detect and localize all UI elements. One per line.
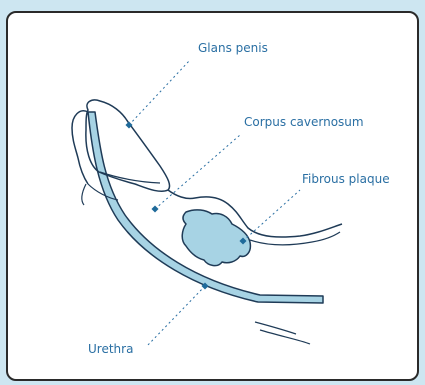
ventral-skin-line-2 — [255, 322, 296, 334]
leader-plaque — [243, 190, 300, 241]
label-fibrous-plaque: Fibrous plaque — [302, 172, 390, 186]
label-glans-penis: Glans penis — [198, 41, 268, 55]
ventral-skin-line-1 — [260, 330, 310, 344]
marker-corpus — [151, 205, 158, 212]
label-urethra: Urethra — [88, 342, 133, 356]
leader-glans — [129, 60, 190, 125]
label-corpus-cavernosum: Corpus cavernosum — [244, 115, 364, 129]
leader-urethra — [146, 286, 205, 347]
urethra-shape — [88, 112, 323, 303]
shaft-dorsal-line-2 — [250, 232, 340, 245]
